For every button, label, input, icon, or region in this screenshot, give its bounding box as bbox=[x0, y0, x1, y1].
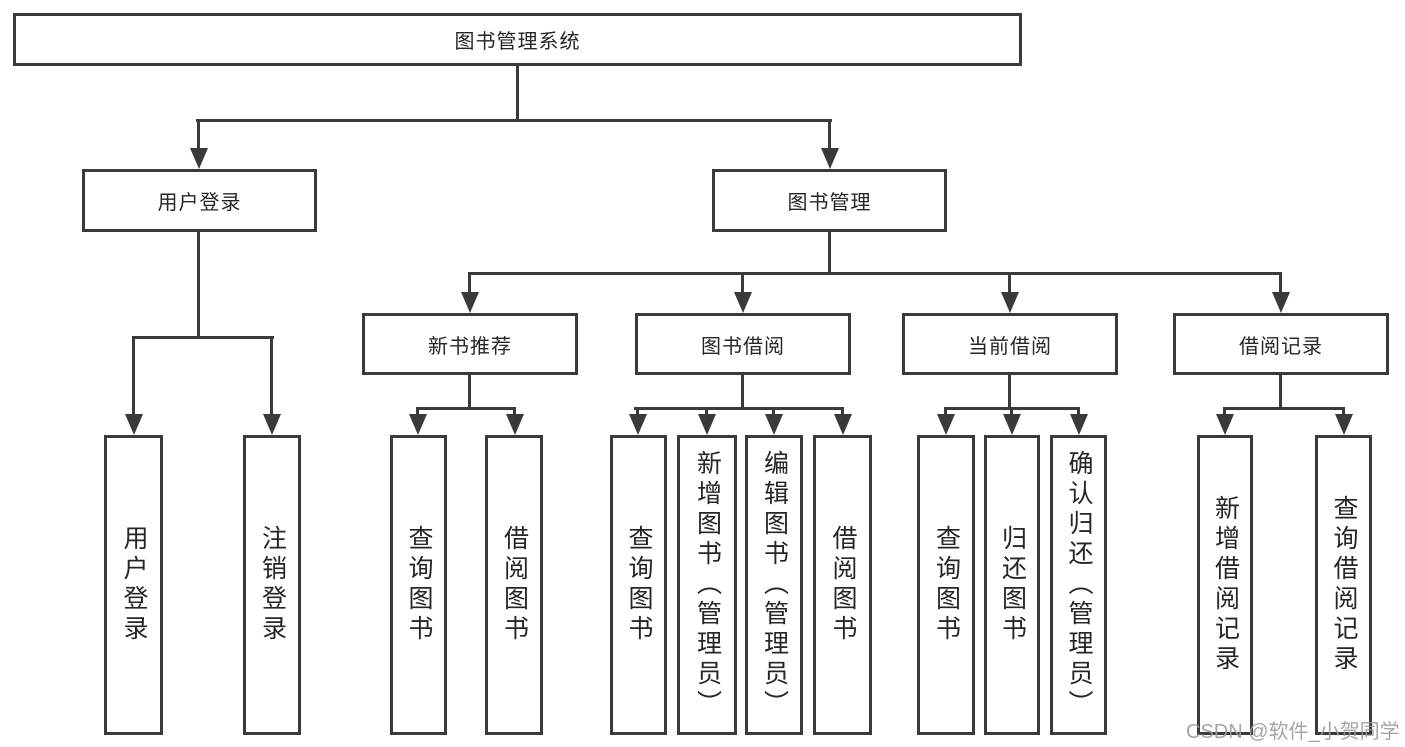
node-logout-leaf: 注销登录 bbox=[243, 435, 301, 735]
arrow-down-icon bbox=[1001, 292, 1019, 313]
connector-line bbox=[1008, 375, 1011, 410]
node-user-login-leaf: 用户登录 bbox=[104, 435, 163, 735]
connector-line bbox=[270, 336, 273, 416]
connector-line bbox=[1077, 407, 1080, 417]
node-return-books-label: 归还图书 bbox=[998, 525, 1027, 645]
connector-line bbox=[1279, 272, 1282, 295]
arrow-down-icon bbox=[190, 148, 208, 169]
node-add-borrow-record: 新增借阅记录 bbox=[1197, 435, 1253, 735]
arrow-down-icon bbox=[409, 414, 427, 435]
node-return-books: 归还图书 bbox=[984, 435, 1040, 735]
node-edit-books-admin-label: 编辑图书（管理员） bbox=[760, 450, 789, 720]
connector-line bbox=[468, 272, 1282, 275]
arrow-down-icon bbox=[834, 414, 852, 435]
node-borrow-books-1: 借阅图书 bbox=[485, 435, 543, 735]
node-borrow-books-2: 借阅图书 bbox=[813, 435, 872, 735]
csdn-watermark: CSDN @软件_小贺同学 bbox=[1186, 721, 1400, 743]
node-current-borrowing: 当前借阅 bbox=[902, 313, 1118, 375]
connector-line bbox=[132, 336, 135, 416]
connector-line bbox=[416, 407, 419, 417]
node-query-books-3-label: 查询图书 bbox=[932, 525, 961, 645]
node-book-management: 图书管理 bbox=[712, 169, 947, 232]
arrow-down-icon bbox=[506, 414, 524, 435]
arrow-down-icon bbox=[461, 292, 479, 313]
node-add-borrow-record-label: 新增借阅记录 bbox=[1211, 495, 1240, 675]
node-logout-leaf-label: 注销登录 bbox=[258, 525, 287, 645]
connector-line bbox=[1223, 407, 1345, 410]
connector-line bbox=[1010, 407, 1013, 417]
connector-line bbox=[513, 407, 516, 417]
connector-line bbox=[468, 272, 471, 295]
connector-line bbox=[741, 375, 744, 410]
arrow-down-icon bbox=[734, 292, 752, 313]
arrow-down-icon bbox=[821, 148, 839, 169]
node-add-books-admin: 新增图书（管理员） bbox=[677, 435, 737, 735]
arrow-down-icon bbox=[1335, 414, 1353, 435]
node-query-books-1: 查询图书 bbox=[390, 435, 447, 735]
node-borrowing-records: 借阅记录 bbox=[1173, 313, 1389, 375]
connector-line bbox=[841, 407, 844, 417]
node-query-books-2-label: 查询图书 bbox=[625, 525, 653, 645]
node-edit-books-admin: 编辑图书（管理员） bbox=[745, 435, 803, 735]
arrow-down-icon bbox=[629, 414, 647, 435]
arrow-down-icon bbox=[698, 414, 716, 435]
node-query-books-1-label: 查询图书 bbox=[405, 525, 433, 645]
node-book-management-label: 图书管理 bbox=[787, 192, 872, 214]
node-root: 图书管理系统 bbox=[13, 13, 1022, 66]
node-query-books-3: 查询图书 bbox=[917, 435, 975, 735]
connector-line bbox=[828, 232, 831, 275]
node-confirm-return-admin: 确认归还（管理员） bbox=[1050, 435, 1107, 735]
node-book-borrowing: 图书借阅 bbox=[635, 313, 851, 375]
connector-line bbox=[1342, 407, 1345, 417]
connector-line bbox=[772, 407, 775, 417]
connector-line bbox=[634, 407, 844, 410]
node-current-borrowing-label: 当前借阅 bbox=[968, 335, 1052, 358]
connector-line bbox=[416, 407, 516, 410]
node-query-borrow-record: 查询借阅记录 bbox=[1315, 435, 1372, 735]
node-new-book-recommend: 新书推荐 bbox=[362, 313, 578, 375]
node-query-books-2: 查询图书 bbox=[610, 435, 667, 735]
node-borrow-books-1-label: 借阅图书 bbox=[500, 525, 529, 645]
arrow-down-icon bbox=[1003, 414, 1021, 435]
node-user-login: 用户登录 bbox=[82, 169, 317, 232]
connector-line bbox=[741, 272, 744, 295]
connector-line bbox=[1008, 272, 1011, 295]
arrow-down-icon bbox=[1272, 292, 1290, 313]
node-confirm-return-admin-label: 确认归还（管理员） bbox=[1065, 450, 1093, 720]
node-root-label: 图书管理系统 bbox=[454, 31, 581, 53]
connector-line bbox=[197, 119, 200, 151]
node-add-books-admin-label: 新增图书（管理员） bbox=[693, 450, 722, 720]
arrow-down-icon bbox=[125, 414, 143, 435]
node-book-borrowing-label: 图书借阅 bbox=[701, 335, 785, 358]
arrow-down-icon bbox=[937, 414, 955, 435]
connector-line bbox=[196, 119, 832, 122]
connector-line bbox=[705, 407, 708, 417]
arrow-down-icon bbox=[263, 414, 281, 435]
connector-line bbox=[516, 66, 519, 122]
connector-line bbox=[828, 119, 831, 151]
connector-line bbox=[1279, 375, 1282, 410]
node-borrowing-records-label: 借阅记录 bbox=[1239, 335, 1323, 358]
node-new-book-recommend-label: 新书推荐 bbox=[428, 335, 512, 358]
connector-line bbox=[1223, 407, 1226, 417]
node-user-login-leaf-label: 用户登录 bbox=[120, 525, 148, 645]
node-borrow-books-2-label: 借阅图书 bbox=[829, 525, 857, 645]
connector-line bbox=[197, 232, 200, 339]
arrow-down-icon bbox=[1070, 414, 1088, 435]
connector-line bbox=[636, 407, 639, 417]
arrow-down-icon bbox=[765, 414, 783, 435]
arrow-down-icon bbox=[1216, 414, 1234, 435]
connector-line bbox=[468, 375, 471, 410]
connector-line bbox=[944, 407, 947, 417]
node-query-borrow-record-label: 查询借阅记录 bbox=[1330, 495, 1358, 675]
node-user-login-label: 用户登录 bbox=[157, 192, 242, 214]
connector-line bbox=[132, 336, 274, 339]
